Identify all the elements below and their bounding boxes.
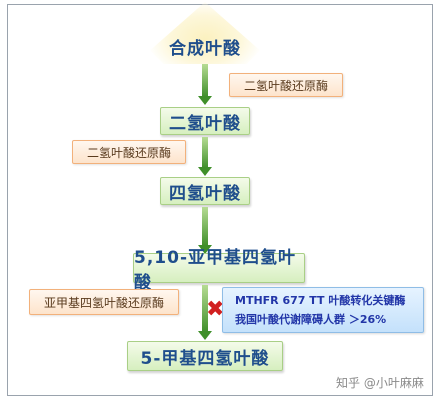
note-line-1: MTHFR 677 TT 叶酸转化关键酶 (235, 294, 406, 307)
enzyme-mthfr: 亚甲基四氢叶酸还原酶 (29, 289, 179, 315)
node-methyl-thf: 5-甲基四氢叶酸 (127, 341, 283, 371)
mthfr-note: MTHFR 677 TT 叶酸转化关键酶 我国叶酸代谢障碍人群 ＞26% (222, 287, 424, 333)
arrow-4 (198, 285, 212, 340)
node-tetrahydrofolate: 四氢叶酸 (160, 177, 250, 205)
blocked-cross-icon: ✖ (206, 297, 225, 322)
arrow-3 (198, 207, 212, 254)
node-methylene-thf: 5,10-亚甲基四氢叶酸 (133, 248, 305, 293)
enzyme-dhfr-1: 二氢叶酸还原酶 (229, 73, 343, 97)
arrow-1 (198, 64, 212, 105)
node-dihydrofolate: 二氢叶酸 (160, 107, 250, 135)
watermark: 知乎 @小叶麻麻 (336, 376, 424, 390)
node-synthetic-folate: 合成叶酸 (169, 38, 241, 59)
note-line-2: 我国叶酸代谢障碍人群 ＞26% (235, 313, 387, 326)
enzyme-dhfr-2: 二氢叶酸还原酶 (72, 140, 186, 164)
arrow-2 (198, 137, 212, 176)
